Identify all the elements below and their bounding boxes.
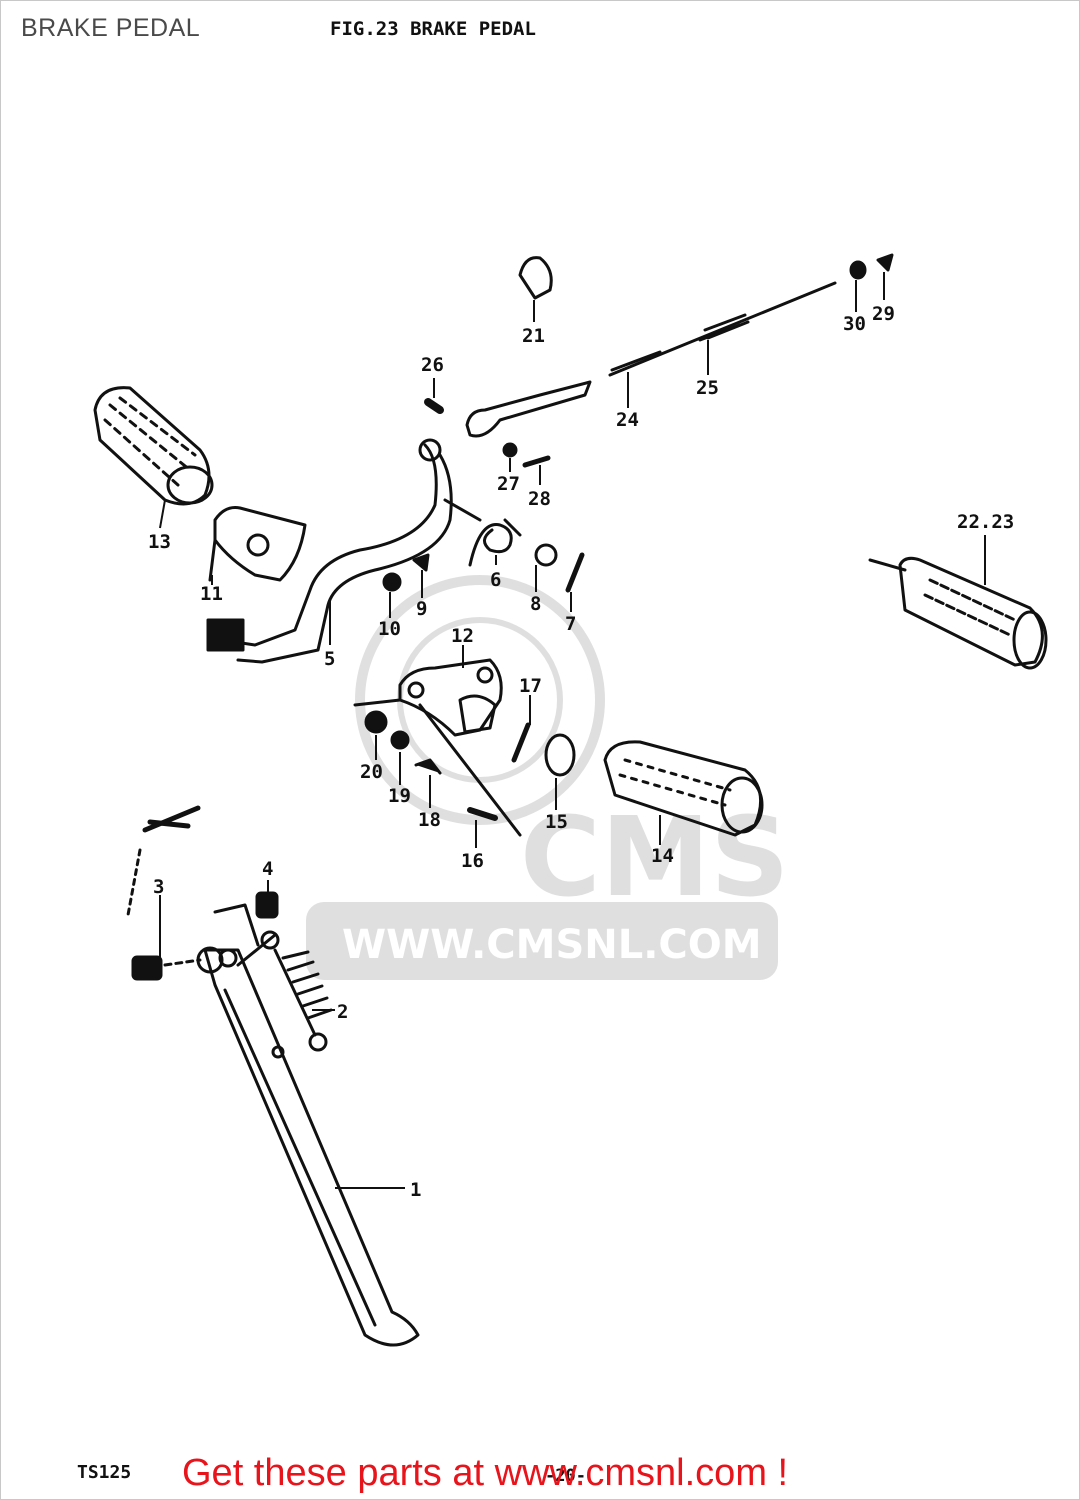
- callout-28: 28: [528, 488, 551, 510]
- callout-16: 16: [461, 850, 484, 872]
- page-number: -20-: [545, 1466, 586, 1486]
- callout-30: 30: [843, 313, 866, 335]
- part-stand-spring: [260, 930, 333, 1052]
- callout-25: 25: [696, 377, 719, 399]
- part-nut-29: [876, 253, 894, 272]
- part-pin-28: [522, 455, 551, 468]
- part-pin-17: [511, 722, 531, 763]
- page-title: BRAKE PEDAL: [21, 14, 201, 42]
- part-nut-27: [502, 442, 518, 458]
- callout-15: 15: [545, 811, 568, 833]
- callout-14: 14: [651, 845, 674, 867]
- callout-18: 18: [418, 809, 441, 831]
- callout-19: 19: [388, 785, 411, 807]
- callout-10: 10: [378, 618, 401, 640]
- part-footrest-bracket: [208, 506, 307, 582]
- callout-1: 1: [410, 1179, 421, 1201]
- callout-8: 8: [530, 593, 541, 615]
- callout-20: 20: [360, 761, 383, 783]
- part-pin-16: [467, 807, 498, 821]
- part-bolt-9: [412, 553, 430, 572]
- callout-22-23: 22.23: [957, 511, 1014, 533]
- callout-24: 24: [616, 409, 639, 431]
- part-nut: [255, 891, 279, 919]
- part-nut-10: [382, 572, 402, 592]
- watermark-logo: CMS: [520, 793, 789, 921]
- callout-17: 17: [519, 675, 542, 697]
- model-code: TS125: [77, 1462, 132, 1483]
- part-stand-bolt: [126, 805, 202, 981]
- callout-6: 6: [490, 569, 501, 591]
- callout-12: 12: [451, 625, 474, 647]
- part-washer-19: [390, 730, 410, 750]
- part-footrest-rubber-right: [603, 740, 764, 837]
- callout-11: 11: [200, 583, 223, 605]
- callout-27: 27: [497, 473, 520, 495]
- part-footrest-22-23: [868, 556, 1048, 670]
- part-clip-21: [518, 256, 553, 300]
- part-bracket-right: [353, 658, 522, 837]
- watermark-text: WWW.CMSNL.COM: [342, 922, 762, 968]
- part-bolt-26: [424, 398, 444, 414]
- part-brake-pedal: [206, 438, 482, 664]
- part-washer: [534, 543, 558, 567]
- cta-link[interactable]: Get these parts at www.cmsnl.com !: [182, 1452, 789, 1494]
- callout-7: 7: [565, 613, 576, 635]
- callout-21: 21: [522, 325, 545, 347]
- watermark: CMS WWW.CMSNL.COM: [306, 575, 789, 980]
- callout-3: 3: [153, 876, 164, 898]
- part-rod-joint: [465, 380, 592, 438]
- part-pin: [565, 552, 585, 593]
- part-bolt-18: [414, 758, 442, 775]
- leader-lines: [159, 272, 986, 1189]
- callout-2: 2: [337, 1001, 348, 1023]
- callout-29: 29: [872, 303, 895, 325]
- part-washer-15: [544, 733, 576, 777]
- callout-26: 26: [421, 354, 444, 376]
- part-nut-20: [364, 710, 388, 734]
- part-side-stand: [196, 903, 420, 1347]
- callout-labels: 1 2 3 4 5 6 7 8 9 10 11 12 13 14 15 16 1…: [148, 303, 1014, 1201]
- figure-caption: FIG.23 BRAKE PEDAL: [330, 18, 536, 40]
- part-nut-30: [849, 260, 867, 280]
- callout-5: 5: [324, 648, 335, 670]
- part-brake-rod: [608, 281, 837, 377]
- part-return-spring: [468, 518, 522, 567]
- part-footrest-rubber-left: [93, 386, 214, 506]
- callout-13: 13: [148, 531, 171, 553]
- callout-4: 4: [262, 858, 273, 880]
- callout-9: 9: [416, 598, 427, 620]
